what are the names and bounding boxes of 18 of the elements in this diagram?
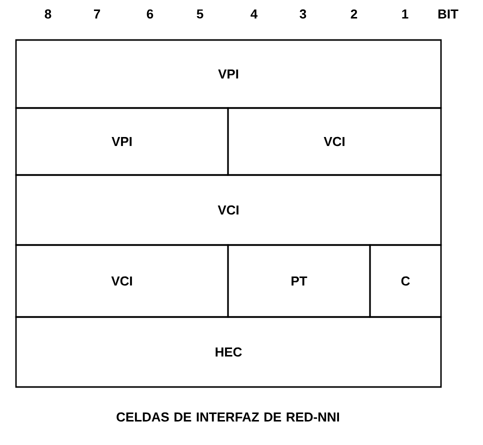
- field-cell: VCI: [15, 174, 442, 246]
- field-cell: VPI: [15, 107, 229, 176]
- field-cell: VCI: [15, 244, 229, 318]
- field-cell: HEC: [15, 316, 442, 388]
- field-cell: VCI: [227, 107, 442, 176]
- bit-number: 3: [300, 9, 306, 19]
- bit-number: 6: [146, 9, 154, 19]
- caption: CELDAS DE INTERFAZ DE RED-NNI: [116, 412, 339, 422]
- bit-number: 4: [250, 10, 258, 18]
- bit-number: 7: [94, 10, 100, 18]
- field-cell: VPI: [15, 39, 442, 109]
- field-cell: C: [369, 244, 442, 318]
- bit-number: 8: [44, 9, 52, 19]
- bit-number: 2: [350, 9, 358, 19]
- bit-number: 1: [402, 10, 408, 18]
- bit-label: BIT: [438, 10, 458, 18]
- field-cell: PT: [227, 244, 371, 318]
- bit-number: 5: [196, 9, 204, 18]
